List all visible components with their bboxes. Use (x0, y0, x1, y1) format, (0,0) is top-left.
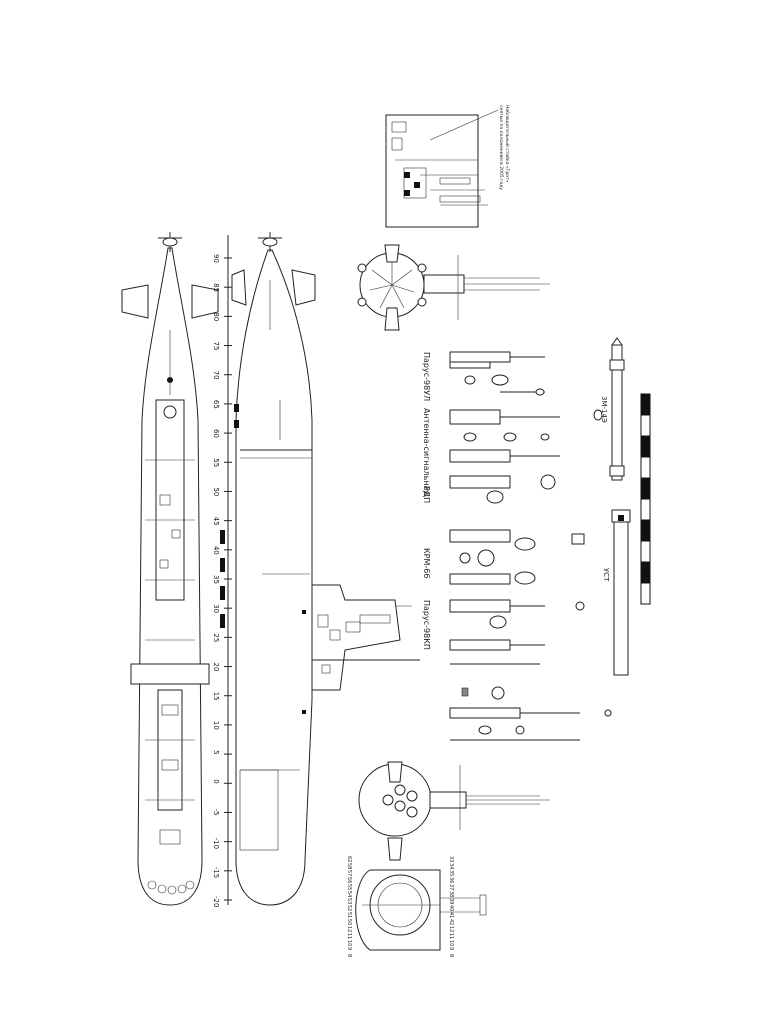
label-rdp: РДП (422, 486, 431, 503)
section-number-right: 9 (448, 947, 454, 950)
label-3m14e: 3М-14Э (600, 396, 608, 423)
ruler-tick-label: 60 (212, 429, 220, 438)
ruler-tick-label: 20 (212, 663, 220, 672)
bottom-detail-section: 6258575655545352515012111098333435363738… (346, 856, 487, 957)
ruler-tick-label: 5 (212, 750, 220, 754)
scale-bar-segment (640, 540, 651, 563)
section-number-right: 33 (448, 856, 454, 862)
section-number-left: 62 (346, 856, 352, 862)
scale-ruler: 908580757065605550454035302520151050-5-1… (212, 235, 232, 907)
section-number-left: 57 (346, 870, 352, 876)
section-number-left: 56 (346, 877, 352, 883)
ruler-tick-label: 75 (212, 342, 220, 351)
missile-3m14e: 3М-14Э (593, 337, 625, 481)
scale-bar-segment (640, 498, 651, 521)
ruler-tick-label: -10 (212, 838, 220, 849)
section-number-right: 41 (448, 912, 454, 918)
section-number-right: 36 (448, 877, 454, 883)
ruler-tick-label: -5 (212, 808, 220, 815)
ruler-tick-label: -20 (212, 896, 220, 907)
equipment-labels: Парус-98УЛ Антенна-сигнальная РДП КРМ-66… (422, 352, 431, 650)
ruler-tick-label: 85 (212, 283, 220, 292)
hull-side-view (231, 232, 420, 906)
section-number-right: 34 (448, 863, 454, 869)
hull-plan-view (121, 232, 219, 906)
section-number-right: 10 (448, 940, 454, 946)
stern-cross-section (358, 761, 550, 861)
sail-detail-view: Наблюдательный стойка «Грот» снятые по п… (385, 105, 511, 228)
ruler-tick-label: 35 (212, 575, 220, 584)
label-antenna: Антенна-сигнальная (422, 408, 431, 495)
ruler-tick-label: 15 (212, 692, 220, 701)
ruler-tick-label: 25 (212, 633, 220, 642)
ruler-tick-label: 40 (212, 546, 220, 555)
section-number-left: 9 (346, 947, 352, 950)
section-number-right: 38 (448, 891, 454, 897)
label-krm-66: КРМ-66 (422, 548, 431, 578)
hull-plan-details (159, 494, 181, 845)
scale-bar-segment (640, 561, 651, 584)
section-number-right: 11 (448, 933, 454, 939)
label-paruss-98ul: Парус-98УЛ (422, 352, 431, 401)
section-number-left: 54 (346, 891, 352, 897)
ruler-tick-label: 90 (212, 254, 220, 263)
sail-note-line-1: Наблюдательный стойка «Грот» (504, 105, 511, 183)
scale-bar (640, 393, 651, 605)
ruler-tick-label: 55 (212, 458, 220, 467)
ruler-tick-label: 80 (212, 312, 220, 321)
ruler-tick-label: 50 (212, 487, 220, 496)
sail-note-line-2: снятые по положениям в 2005 году (498, 105, 504, 190)
section-number-right: 42 (448, 919, 454, 925)
scale-bar-segment (640, 393, 651, 416)
ruler-tick-label: 65 (212, 400, 220, 409)
section-number-left: 8 (346, 954, 352, 957)
ruler-tick-label: 70 (212, 371, 220, 380)
scale-bar-segment (640, 519, 651, 542)
section-number-left: 55 (346, 884, 352, 890)
section-number-right: 39 (448, 898, 454, 904)
section-number-left: 50 (346, 919, 352, 925)
scale-bar-segment (640, 414, 651, 437)
ruler-tick-label: 45 (212, 517, 220, 526)
ruler-tick-label: 30 (212, 604, 220, 613)
torpedo-ust: УСТ (602, 509, 631, 676)
section-number-left: 11 (346, 933, 352, 939)
label-ust: УСТ (602, 568, 610, 582)
bow-cross-section (357, 244, 550, 331)
section-number-left: 53 (346, 898, 352, 904)
label-paruss-98kp: Парус-98КП (422, 600, 431, 650)
section-number-left: 58 (346, 863, 352, 869)
scale-bar-segment (640, 435, 651, 458)
section-number-left: 12 (346, 926, 352, 932)
section-number-left: 52 (346, 905, 352, 911)
ruler-tick-label: 0 (212, 779, 220, 783)
ruler-tick-label: -15 (212, 867, 220, 878)
scale-bar-segment (640, 582, 651, 605)
section-number-left: 51 (346, 912, 352, 918)
section-number-right: 12 (448, 926, 454, 932)
section-number-right: 35 (448, 870, 454, 876)
section-number-right: 8 (448, 954, 454, 957)
equipment-elements (449, 351, 612, 741)
ruler-tick-label: 10 (212, 721, 220, 730)
section-number-right: 40 (448, 905, 454, 911)
scale-bar-segment (640, 477, 651, 500)
scale-bar-segment (640, 456, 651, 479)
section-number-right: 37 (448, 884, 454, 890)
section-number-left: 10 (346, 940, 352, 946)
